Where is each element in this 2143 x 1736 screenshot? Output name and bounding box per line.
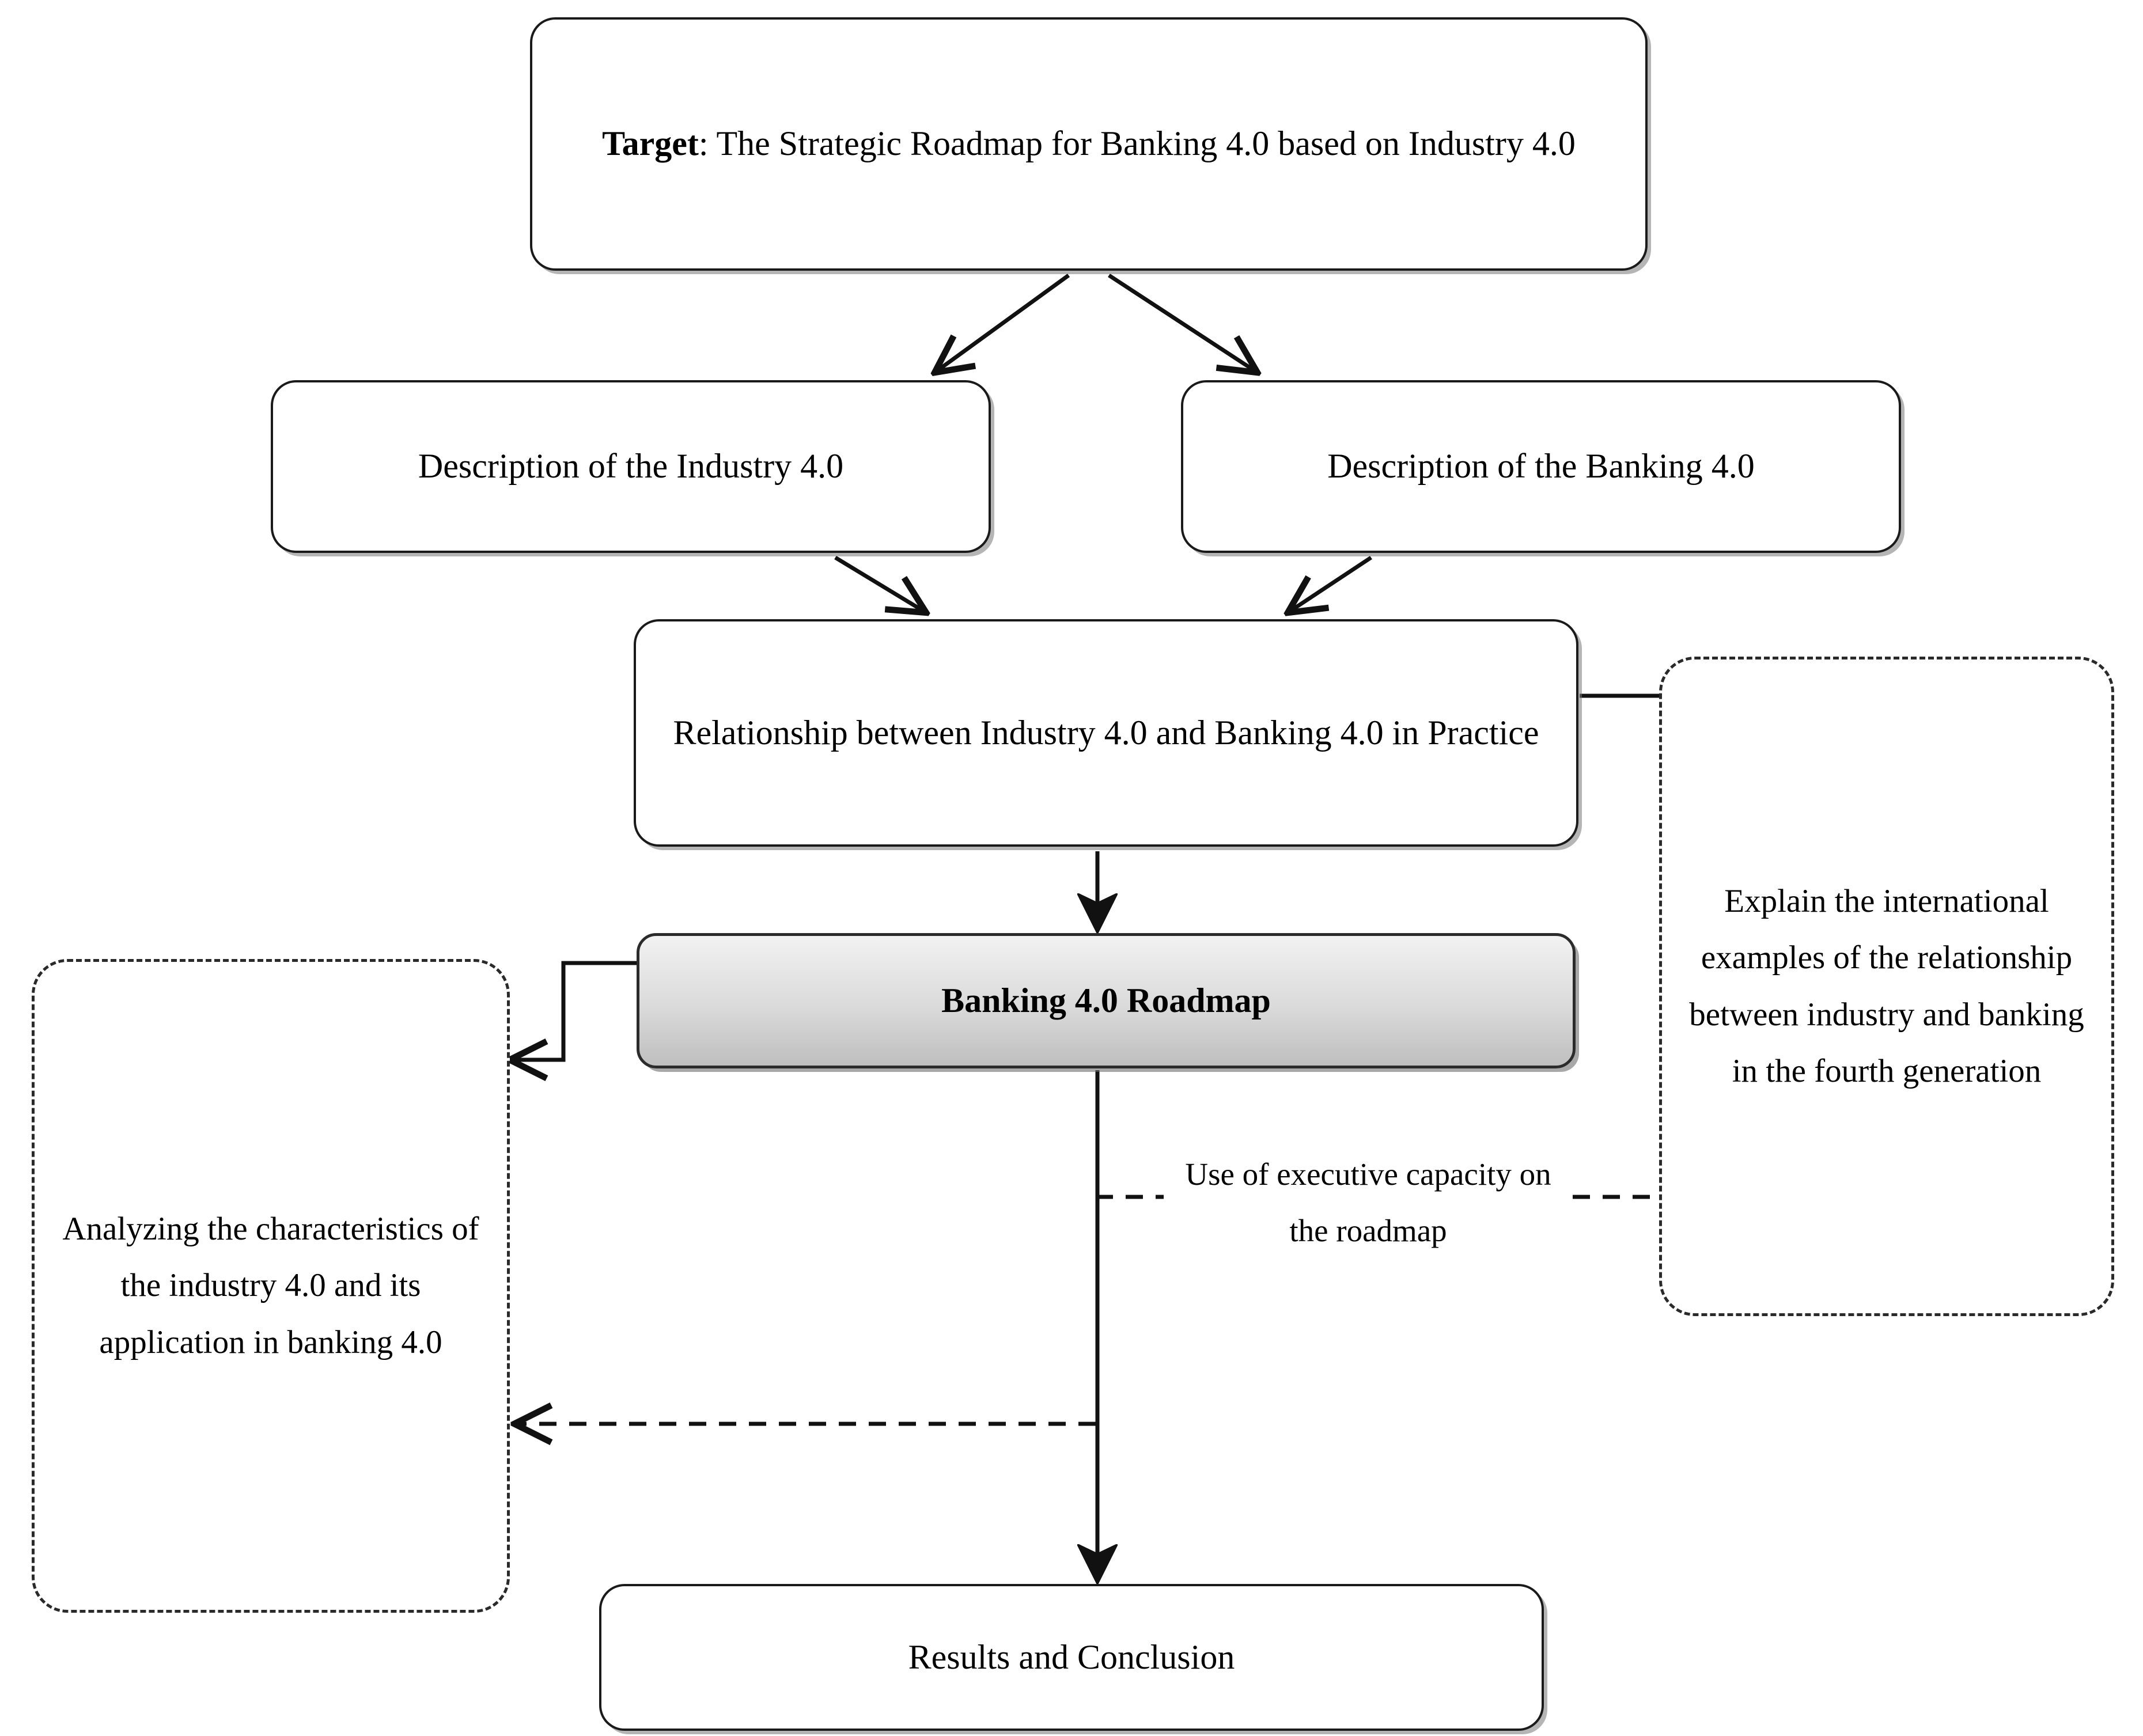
edge-label-executive-capacity: Use of executive capacity on the roadmap (1185, 1157, 1551, 1248)
node-results-conclusion-label: Results and Conclusion (908, 1638, 1235, 1676)
node-relationship[interactable]: Relationship between Industry 4.0 and Ba… (634, 619, 1578, 847)
node-analyzing-characteristics-label: Analyzing the characteristics of the ind… (62, 1211, 479, 1360)
edge-target-to-desc-banking (1108, 274, 1256, 372)
node-description-banking-label: Description of the Banking 4.0 (1327, 447, 1755, 486)
node-target-label: Target: The Strategic Roadmap for Bankin… (532, 116, 1645, 172)
node-analyzing-characteristics[interactable]: Analyzing the characteristics of the ind… (32, 959, 510, 1613)
node-description-industry-label: Description of the Industry 4.0 (418, 447, 844, 486)
edge-target-to-desc-industry (936, 274, 1070, 372)
node-target-label-rest: : The Strategic Roadmap for Banking 4.0 … (698, 124, 1576, 163)
node-description-banking[interactable]: Description of the Banking 4.0 (1181, 380, 1901, 553)
node-banking-roadmap[interactable]: Banking 4.0 Roadmap (637, 933, 1576, 1068)
node-description-industry[interactable]: Description of the Industry 4.0 (271, 380, 991, 553)
node-target[interactable]: Target: The Strategic Roadmap for Bankin… (530, 17, 1648, 271)
node-explain-international-examples-label: Explain the international examples of th… (1689, 883, 2084, 1089)
node-target-label-bold: Target (602, 124, 699, 163)
node-relationship-label: Relationship between Industry 4.0 and Ba… (673, 713, 1539, 752)
node-explain-international-examples[interactable]: Explain the international examples of th… (1659, 657, 2114, 1316)
node-banking-roadmap-label: Banking 4.0 Roadmap (941, 981, 1271, 1019)
edge-desc-industry-to-relationship (834, 556, 925, 612)
node-results-conclusion[interactable]: Results and Conclusion (599, 1584, 1544, 1731)
edge-desc-banking-to-relationship (1289, 556, 1372, 612)
edge-roadmap-to-analyzing (512, 961, 637, 1060)
